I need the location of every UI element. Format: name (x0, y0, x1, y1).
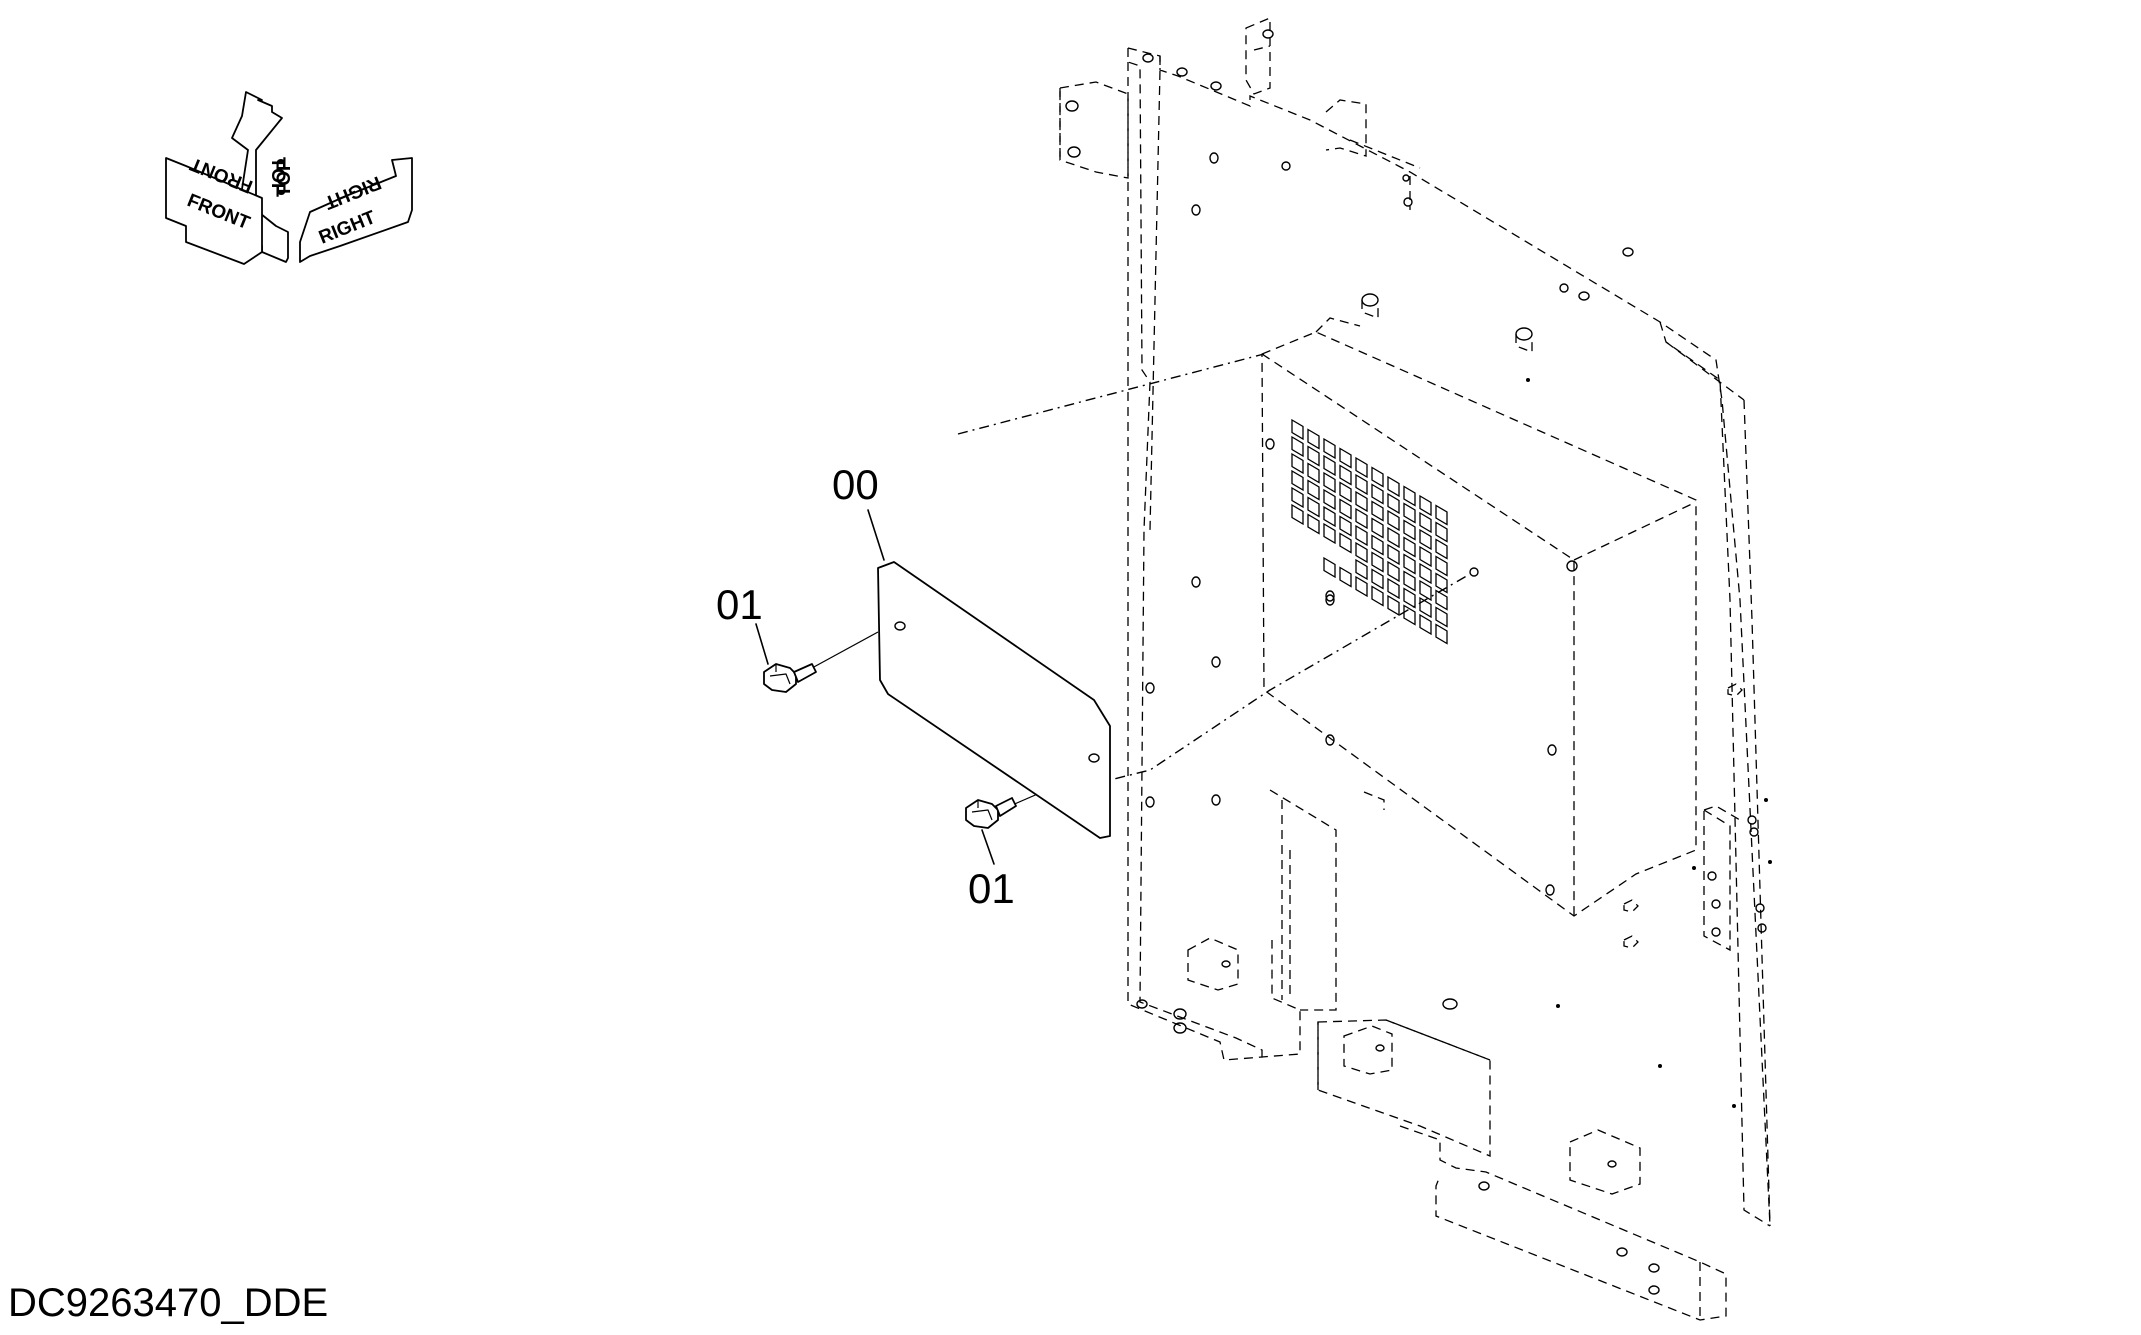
vent-slot (1435, 589, 1448, 611)
vent-slot (1371, 551, 1384, 573)
vent-slot (1371, 466, 1384, 488)
vent-slot (1339, 498, 1352, 520)
vent-slot (1387, 492, 1400, 515)
vent-slot (1339, 447, 1352, 469)
vent-grid (1291, 418, 1448, 645)
vent-slot (1307, 445, 1320, 467)
vent-slot (1323, 454, 1336, 477)
bolt-lower (965, 797, 1017, 829)
vent-slot (1371, 534, 1384, 556)
top-label-flipped: TOP (274, 158, 295, 197)
cover-hole-left (894, 621, 906, 631)
vent-slot (1371, 500, 1384, 522)
vent-slot (1435, 538, 1448, 560)
vent-slot (1339, 532, 1352, 554)
vent-slot (1291, 435, 1304, 458)
vent-slot (1323, 505, 1336, 528)
vent-slot (1387, 475, 1400, 498)
frame-holes (1065, 29, 1772, 1295)
leader-line-00 (867, 509, 885, 561)
vent-slot (1435, 606, 1448, 628)
orientation-indicator: FRONT FRONT TOP TOP RIGHT RIGHT (165, 91, 413, 265)
vent-slot (1355, 490, 1368, 513)
vent-slot (1435, 504, 1448, 526)
vent-slot (1371, 517, 1384, 539)
right-arrow-icon (299, 157, 413, 263)
vent-slot (1291, 469, 1304, 492)
vent-slot (1355, 456, 1368, 479)
callout-01-lower: 01 (968, 865, 1015, 912)
vent-slot (1355, 507, 1368, 530)
controller-box (1261, 293, 1743, 949)
vent-slot (1435, 572, 1448, 594)
vent-slot (1387, 594, 1400, 617)
vent-slot (1323, 471, 1336, 494)
vent-slot (1419, 494, 1432, 517)
vent-slot (1291, 486, 1304, 509)
vent-slot (1387, 509, 1400, 532)
bolt-upper (763, 663, 817, 693)
vent-slot (1355, 558, 1368, 581)
cover-plate (877, 561, 1111, 839)
vent-slot (1419, 596, 1432, 619)
vent-slot (1355, 541, 1368, 564)
vent-slot (1339, 566, 1352, 588)
vent-slot (1419, 562, 1432, 585)
vent-slot (1323, 488, 1336, 511)
vent-slot (1355, 473, 1368, 496)
mounting-frame (1059, 17, 1772, 1321)
vent-slot (1419, 579, 1432, 602)
vent-slot (1435, 623, 1448, 645)
vent-slot (1419, 545, 1432, 568)
vent-slot (1323, 522, 1336, 545)
vent-slot (1419, 511, 1432, 534)
vent-slot (1403, 485, 1416, 507)
vent-slot (1339, 481, 1352, 503)
vent-slot (1403, 570, 1416, 592)
cover-hole-right (1088, 753, 1100, 763)
vent-slot (1355, 524, 1368, 547)
vent-slot (1371, 483, 1384, 505)
vent-slot (1307, 513, 1320, 535)
vent-slot (1403, 519, 1416, 541)
vent-slot (1387, 577, 1400, 600)
callout-01-upper: 01 (716, 581, 763, 628)
vent-slot (1339, 464, 1352, 486)
vent-slot (1307, 479, 1320, 501)
vent-slot (1419, 613, 1432, 636)
callout-00: 00 (832, 461, 879, 508)
vent-slot (1291, 452, 1304, 475)
vent-slot (1387, 560, 1400, 583)
vent-slot (1403, 536, 1416, 558)
vent-slot (1403, 553, 1416, 575)
vent-slot (1323, 556, 1336, 579)
document-id: DC9263470_DDE (8, 1281, 329, 1325)
vent-slot (1371, 585, 1384, 607)
vent-slot (1307, 428, 1320, 450)
vent-slot (1403, 604, 1416, 626)
vent-slot (1435, 555, 1448, 577)
vent-slot (1387, 526, 1400, 549)
leader-line-01-upper (755, 623, 769, 665)
vent-slot (1355, 575, 1368, 598)
vent-slot (1371, 568, 1384, 590)
vent-slot (1403, 502, 1416, 524)
vent-slot (1307, 496, 1320, 518)
vent-slot (1323, 437, 1336, 460)
vent-slot (1291, 503, 1304, 526)
vent-slot (1291, 418, 1304, 441)
top-label: TOP (267, 157, 288, 196)
vent-slot (1435, 521, 1448, 543)
front-arrow-icon (165, 157, 263, 265)
leader-line-01-lower (981, 829, 995, 865)
vent-slot (1307, 462, 1320, 484)
vent-slot (1339, 515, 1352, 537)
vent-slot (1387, 543, 1400, 566)
vent-slot (1403, 587, 1416, 609)
vent-slot (1419, 528, 1432, 551)
